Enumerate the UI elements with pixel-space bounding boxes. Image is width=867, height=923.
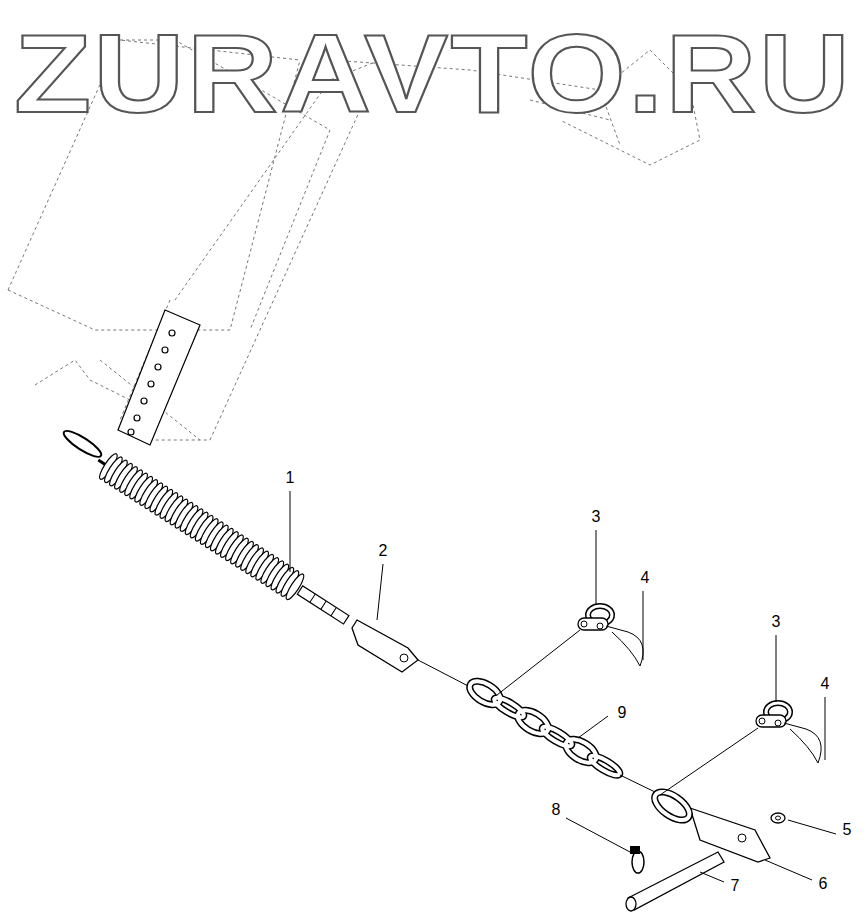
callout-number: 3 <box>772 614 781 630</box>
rod-end-plate <box>352 620 418 672</box>
callout-number: 7 <box>731 878 740 894</box>
callout-number: 4 <box>641 570 650 586</box>
callout-number: 6 <box>819 876 828 892</box>
pin <box>626 852 724 911</box>
callout-number: 3 <box>592 509 601 525</box>
callout-number: 1 <box>286 470 295 486</box>
chain-link <box>492 694 526 720</box>
chain-link <box>588 752 622 778</box>
chain-link <box>588 752 622 778</box>
callout-number: 9 <box>618 705 627 721</box>
callout-number: 5 <box>843 822 852 838</box>
leader-lines <box>290 491 836 882</box>
watermark: ZURAVTO.RU <box>14 18 852 130</box>
spring <box>53 424 354 633</box>
washer <box>771 813 785 823</box>
chain <box>466 677 622 779</box>
chain-link <box>540 723 574 749</box>
callout-number: 8 <box>552 802 561 818</box>
callout-number: 4 <box>821 676 830 692</box>
mounting-bracket <box>118 310 200 445</box>
lynch-pin <box>630 846 644 873</box>
shackle <box>756 703 821 763</box>
shackle <box>578 606 643 666</box>
lower-bracket <box>650 786 770 862</box>
callout-number: 2 <box>379 543 388 559</box>
